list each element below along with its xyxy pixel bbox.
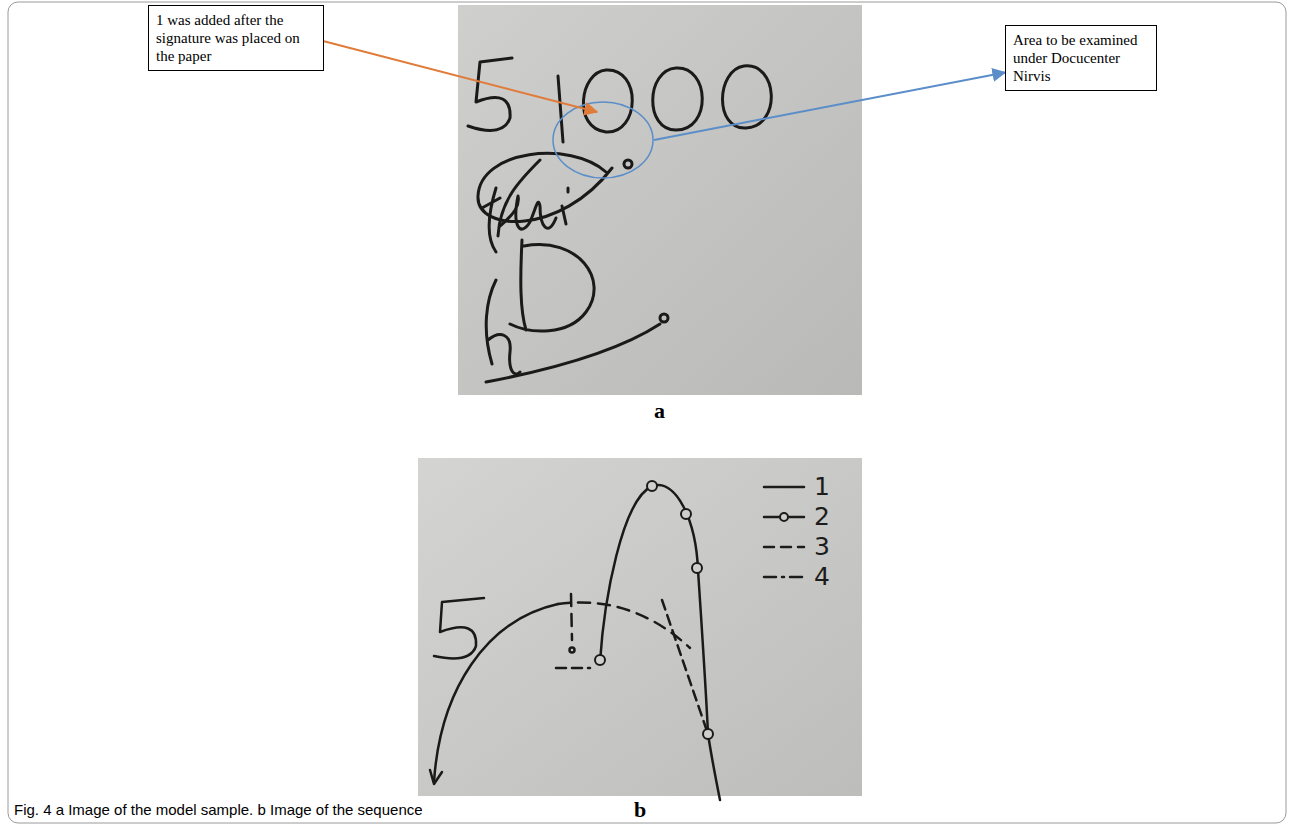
legend-row: 1 bbox=[762, 474, 830, 499]
legend-line-sample bbox=[762, 505, 806, 529]
callout-box: Area to be examined under Docucenter Nir… bbox=[1005, 25, 1157, 91]
legend-line-sample bbox=[762, 565, 806, 589]
panel-label: a bbox=[654, 398, 665, 424]
legend-row: 4 bbox=[762, 564, 830, 589]
photo-model-sample bbox=[458, 5, 862, 395]
legend-row: 3 bbox=[762, 534, 830, 559]
legend-text: 2 bbox=[814, 504, 830, 529]
legend-row: 2 bbox=[762, 504, 830, 529]
figure-caption: Fig. 4 a Image of the model sample. b Im… bbox=[14, 801, 423, 818]
photo-sequence bbox=[418, 458, 862, 800]
leader-arrow bbox=[654, 73, 1005, 140]
legend-text: 4 bbox=[814, 564, 830, 589]
panel-label: b bbox=[634, 797, 646, 823]
legend-text: 3 bbox=[814, 534, 830, 559]
legend-text: 1 bbox=[814, 474, 830, 499]
leader-arrow bbox=[324, 41, 597, 112]
legend-line-sample bbox=[762, 535, 806, 559]
callout-box: 1 was added after the signature was plac… bbox=[148, 5, 324, 71]
legend-line-sample bbox=[762, 475, 806, 499]
callout-text: Area to be examined under Docucenter Nir… bbox=[1013, 31, 1149, 85]
figure-frame bbox=[8, 2, 1286, 823]
callout-text: 1 was added after the signature was plac… bbox=[156, 11, 316, 65]
